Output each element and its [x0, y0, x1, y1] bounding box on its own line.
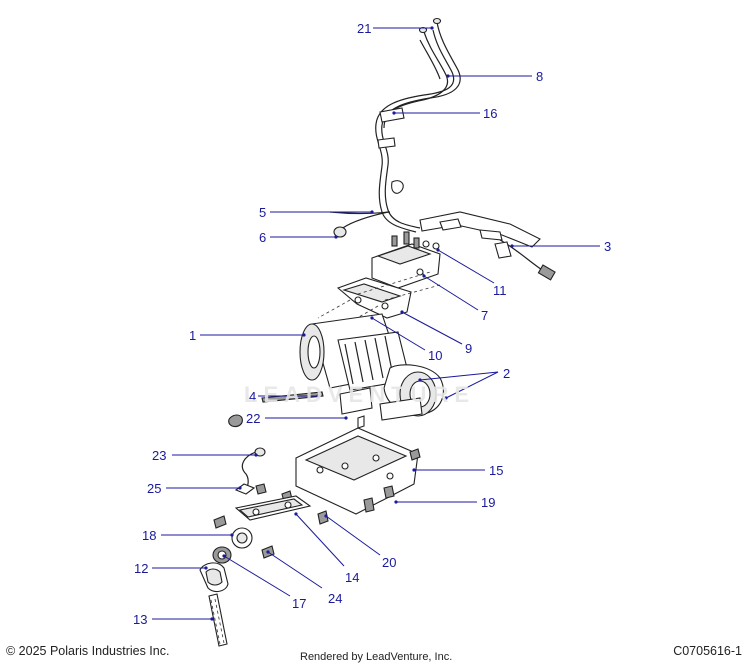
winch-assembly-drawing — [261, 313, 444, 421]
callout-10: 10 — [428, 348, 442, 363]
callout-15: 15 — [489, 463, 503, 478]
callout-20: 20 — [382, 555, 396, 570]
callout-24: 24 — [328, 591, 342, 606]
callout-3: 3 — [604, 239, 611, 254]
callout-21: 21 — [357, 21, 371, 36]
callout-2: 2 — [503, 366, 510, 381]
fairlead-hook-drawing — [199, 447, 312, 647]
callout-1: 1 — [189, 328, 196, 343]
drawing-id-text: C0705616-1 — [673, 644, 742, 658]
callout-25: 25 — [147, 481, 161, 496]
callout-19: 19 — [481, 495, 495, 510]
callout-13: 13 — [133, 612, 147, 627]
callout-layer: 21 8 16 5 6 3 11 7 9 1 10 2 — [133, 21, 611, 627]
callout-16: 16 — [483, 106, 497, 121]
callout-14: 14 — [345, 570, 359, 585]
solenoid-drawing — [371, 231, 441, 289]
callout-12: 12 — [134, 561, 148, 576]
callout-22: 22 — [246, 411, 260, 426]
callout-8: 8 — [536, 69, 543, 84]
callout-7: 7 — [481, 308, 488, 323]
watermark: LEADVENTURE — [244, 382, 476, 407]
callout-5: 5 — [259, 205, 266, 220]
base-plate-drawing — [228, 414, 421, 525]
wire-harness-drawing — [329, 17, 556, 281]
callout-9: 9 — [465, 341, 472, 356]
copyright-text: © 2025 Polaris Industries Inc. — [6, 644, 170, 658]
callout-4: 4 — [249, 389, 256, 404]
callout-18: 18 — [142, 528, 156, 543]
rendered-by-text: Rendered by LeadVenture, Inc. — [300, 651, 453, 663]
callout-6: 6 — [259, 230, 266, 245]
callout-23: 23 — [152, 448, 166, 463]
callout-11: 11 — [493, 283, 507, 298]
callout-17: 17 — [292, 596, 306, 611]
